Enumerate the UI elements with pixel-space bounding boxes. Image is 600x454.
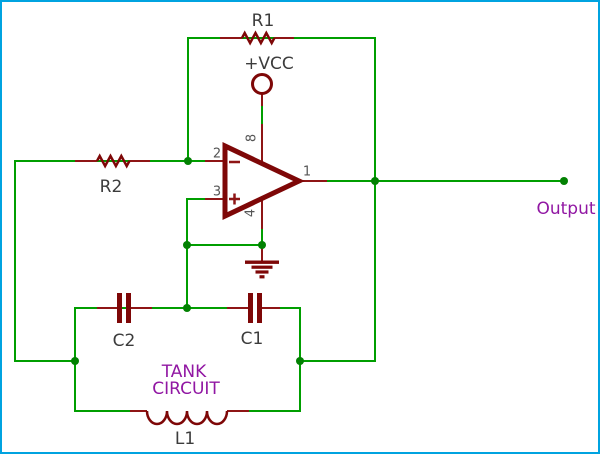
c1-label: C1 [241, 329, 264, 349]
junction-tank-left [71, 357, 79, 365]
capacitor-c1: C1 [227, 293, 280, 349]
output-label: Output [536, 199, 595, 219]
ground-bar-3 [255, 270, 269, 274]
opamp: 2 3 1 8 4 [205, 124, 327, 229]
tank-label-line2: CIRCUIT [152, 379, 220, 399]
wires [14, 37, 565, 412]
capacitor-c2: C2 [97, 293, 152, 351]
junction-ground [258, 241, 266, 249]
ground-bar-2 [251, 265, 273, 269]
c1-plate-left [248, 293, 253, 323]
c2-plate-right [126, 293, 131, 323]
r1-label: R1 [252, 11, 275, 31]
r1-zigzag [240, 30, 276, 46]
vcc-circle-icon [251, 73, 273, 95]
output-endpoint [560, 177, 568, 185]
junction-pin3-row [183, 241, 191, 249]
vcc-label: +VCC [244, 54, 294, 74]
c1-plate-right [257, 293, 262, 323]
opamp-pin3-number: 3 [213, 185, 221, 200]
c2-label: C2 [113, 331, 136, 351]
resistor-r2: R2 [75, 153, 150, 197]
opamp-pin4-number: 4 [244, 209, 259, 217]
junction-output [371, 177, 379, 185]
r2-label: R2 [100, 177, 123, 197]
opamp-pin2-number: 2 [213, 147, 221, 162]
junction-cap-mid [183, 304, 191, 312]
l1-coils [145, 410, 229, 426]
junction-dots [71, 157, 568, 365]
vcc-supply: +VCC [244, 54, 294, 106]
resistor-r1: R1 [220, 11, 294, 46]
tank-label-line1: TANK [161, 362, 207, 382]
c2-plate-left [117, 293, 122, 323]
r2-zigzag [95, 153, 131, 169]
opamp-plus-sign [229, 193, 240, 205]
junction-tank-right [296, 357, 304, 365]
ground-bar-1 [245, 260, 279, 264]
wire-left-vertical [14, 160, 76, 362]
opamp-pin1-number: 1 [303, 165, 311, 180]
inductor-l1: L1 [130, 410, 249, 449]
ground-symbol [245, 247, 279, 279]
l1-label: L1 [175, 429, 195, 449]
opamp-triangle [222, 142, 305, 220]
annotations: TANK CIRCUIT Output [152, 199, 596, 399]
opamp-pin8-number: 8 [245, 134, 260, 142]
ground-bar-4 [259, 275, 265, 279]
junction-pin2 [184, 157, 192, 165]
